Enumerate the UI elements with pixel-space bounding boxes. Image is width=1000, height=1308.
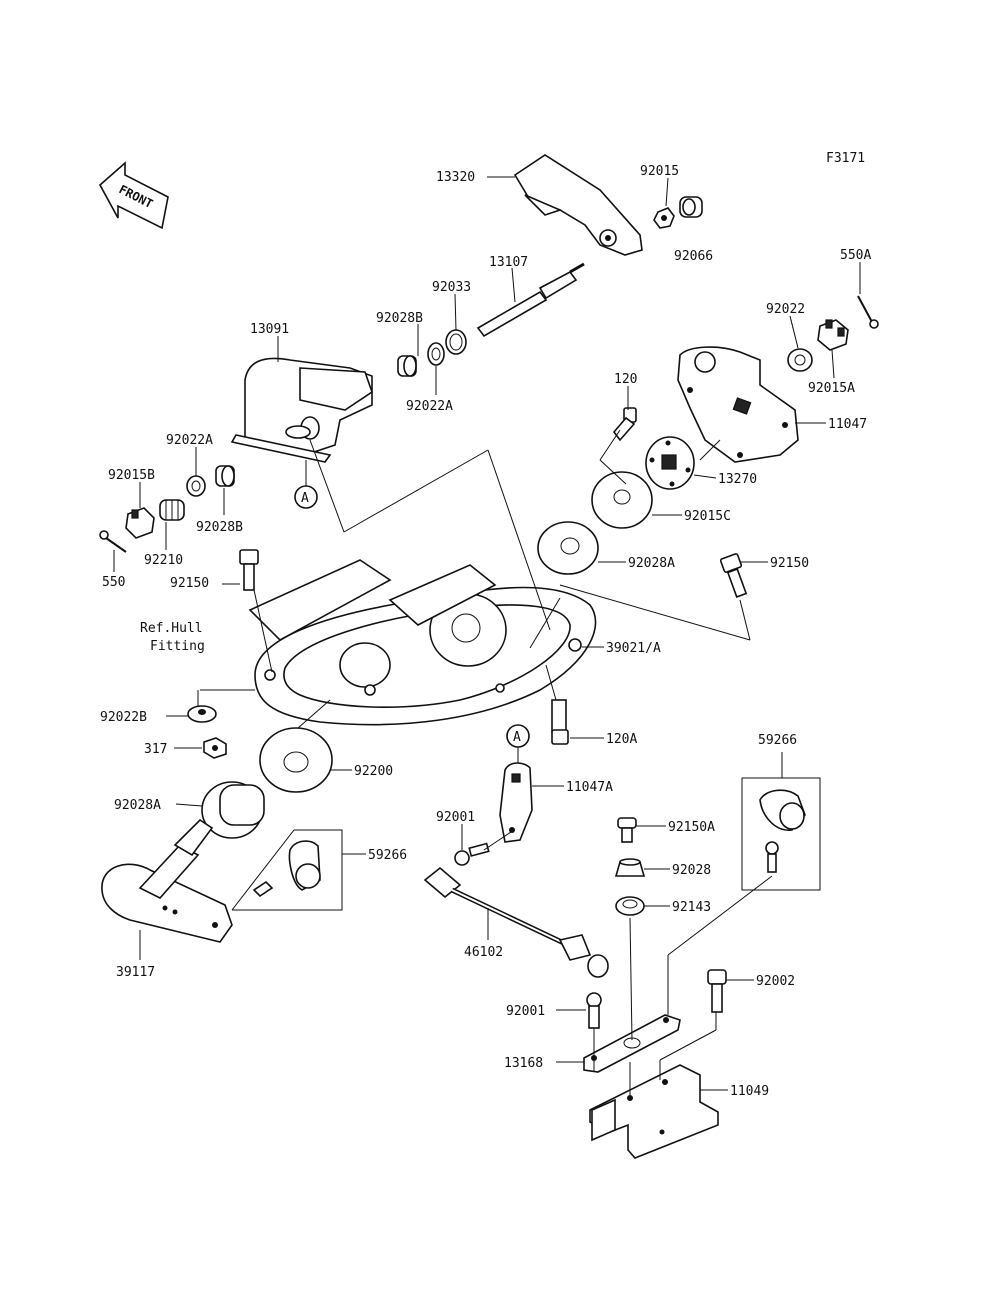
assembly-lines <box>197 429 773 1098</box>
rod-46102 <box>423 866 609 978</box>
label-46102: 46102 <box>464 945 503 960</box>
steering-holder-13091 <box>230 357 373 463</box>
ref-marker-a-lower: A <box>506 724 530 748</box>
nut-92015 <box>653 207 675 229</box>
label-92066: 92066 <box>674 249 713 264</box>
box-59266-left <box>231 829 343 911</box>
label-92022: 92022 <box>766 302 805 317</box>
label-317: 317 <box>144 742 167 757</box>
box-59266-right <box>741 777 821 891</box>
steering-arm-39117 <box>101 818 233 943</box>
ref-marker-a-upper-label: A <box>301 491 309 506</box>
label-92001-lower: 92001 <box>506 1004 545 1019</box>
label-92001-upper: 92001 <box>436 810 475 825</box>
cushion-92015c <box>591 471 653 529</box>
spring-92210 <box>159 499 185 521</box>
ball-joint-92001-lower <box>586 992 602 1029</box>
label-59266-right: 59266 <box>758 733 797 748</box>
bolt-92150a <box>617 817 637 843</box>
label-13107: 13107 <box>489 255 528 270</box>
castle-nut-92015a <box>817 319 849 351</box>
figure-code: F3171 <box>826 151 865 166</box>
label-92022a-right: 92022A <box>406 399 453 414</box>
label-92150-left: 92150 <box>170 576 209 591</box>
label-92022a-left: 92022A <box>166 433 213 448</box>
ball-joint-92001-upper <box>454 842 490 866</box>
label-92015c: 92015C <box>684 509 731 524</box>
bracket-11047a <box>499 762 533 843</box>
ref-note-line1: Ref.Hull <box>140 621 203 636</box>
ref-marker-a-upper: A <box>294 485 318 509</box>
nut-317 <box>203 737 227 759</box>
label-92143: 92143 <box>672 900 711 915</box>
bolt-120 <box>612 407 637 442</box>
bolt-92002 <box>707 969 727 1013</box>
label-92002: 92002 <box>756 974 795 989</box>
label-92033: 92033 <box>432 280 471 295</box>
ref-marker-a-lower-label: A <box>513 730 521 745</box>
front-arrow-icon: FRONT <box>98 161 169 230</box>
cushion-92200 <box>259 727 333 793</box>
label-92028b-top: 92028B <box>376 311 423 326</box>
bush-92028b-upper <box>397 355 417 377</box>
bush-92028a-low <box>201 781 265 839</box>
label-39021a: 39021/A <box>606 641 661 656</box>
label-120a: 120A <box>606 732 637 747</box>
washer-92022 <box>787 348 813 372</box>
label-13091: 13091 <box>250 322 289 337</box>
label-92028: 92028 <box>672 863 711 878</box>
label-11047: 11047 <box>828 417 867 432</box>
label-92210: 92210 <box>144 553 183 568</box>
bush-92143 <box>615 896 645 916</box>
label-550a: 550A <box>840 248 871 263</box>
cap-92066 <box>679 196 703 218</box>
disc-13270 <box>645 436 695 490</box>
shaft-13107 <box>476 262 585 338</box>
label-92150a: 92150A <box>668 820 715 835</box>
washer-92022a-right <box>427 342 445 366</box>
label-92028a-mid: 92028A <box>628 556 675 571</box>
label-92150-right: 92150 <box>770 556 809 571</box>
label-550: 550 <box>102 575 125 590</box>
bush-92028b-low <box>215 465 235 487</box>
grommet-92022b <box>187 705 217 723</box>
cotter-pin-550a <box>857 295 879 329</box>
washer-92022a-left <box>186 475 206 497</box>
castle-nut-92015b <box>125 507 155 539</box>
label-92015b: 92015B <box>108 468 155 483</box>
hull-fitting-39021a <box>248 559 597 726</box>
label-120: 120 <box>614 372 637 387</box>
label-11049: 11049 <box>730 1084 769 1099</box>
handle-pad-13320 <box>513 154 643 256</box>
bush-92028a-mid <box>537 521 599 575</box>
label-13270: 13270 <box>718 472 757 487</box>
label-13168: 13168 <box>504 1056 543 1071</box>
arm-plate-11047 <box>677 346 799 463</box>
bracket-11049 <box>589 1064 719 1159</box>
label-92015: 92015 <box>640 164 679 179</box>
label-92028a-low: 92028A <box>114 798 161 813</box>
cotter-pin-550 <box>99 530 127 553</box>
ref-note-line2: Fitting <box>150 639 205 654</box>
label-92200: 92200 <box>354 764 393 779</box>
bolt-120a <box>551 699 569 745</box>
label-92022b: 92022B <box>100 710 147 725</box>
bolt-92150-right <box>719 553 748 598</box>
bolt-92150-left <box>239 549 259 591</box>
label-92028b-low: 92028B <box>196 520 243 535</box>
label-59266-left: 59266 <box>368 848 407 863</box>
label-39117: 39117 <box>116 965 155 980</box>
label-11047a: 11047A <box>566 780 613 795</box>
circlip-92033 <box>445 329 467 355</box>
label-13320: 13320 <box>436 170 475 185</box>
collar-92028 <box>614 858 646 877</box>
plate-13168 <box>583 1014 681 1073</box>
label-92015a: 92015A <box>808 381 855 396</box>
